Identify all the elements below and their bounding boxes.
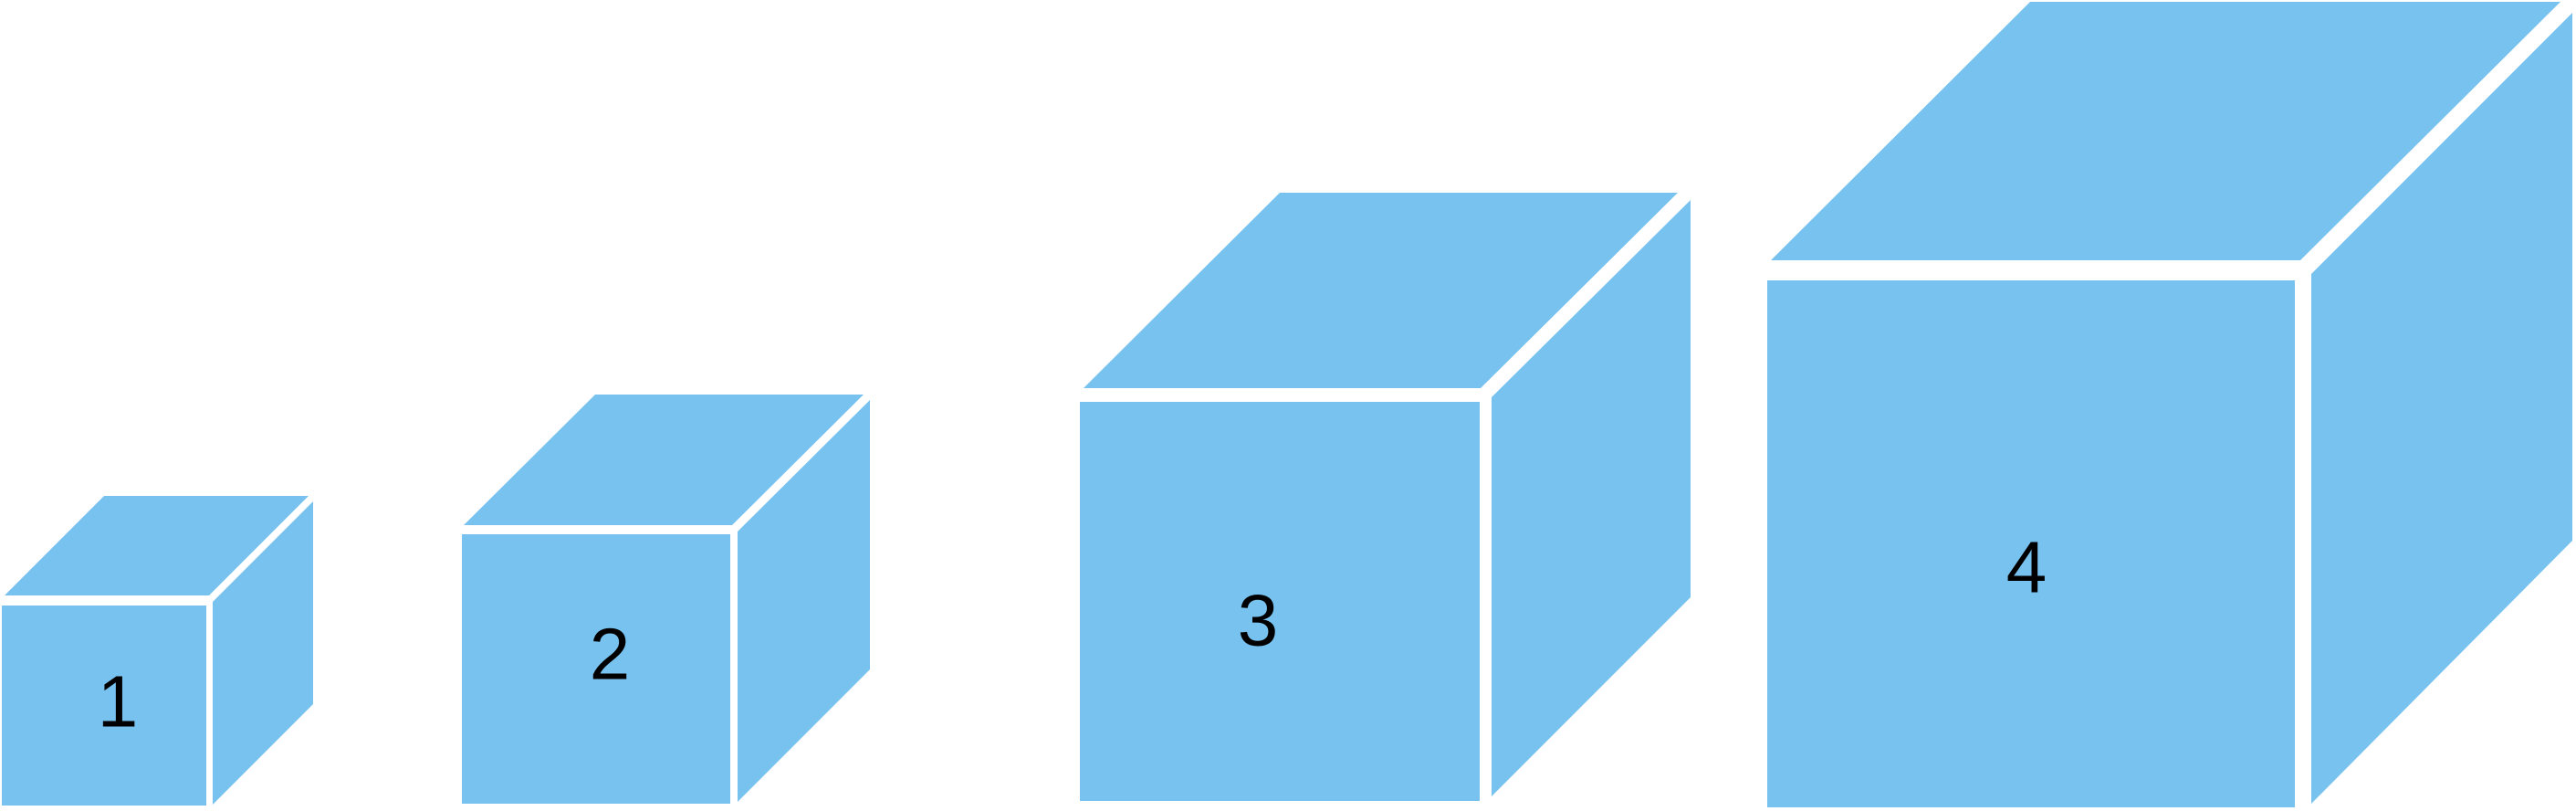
cube-2: 2 bbox=[462, 395, 870, 804]
cube-1-front-face bbox=[2, 606, 206, 806]
cube-2-front-face bbox=[462, 534, 730, 804]
cube-3-label: 3 bbox=[1238, 580, 1279, 661]
cube-3-front-face bbox=[1080, 402, 1480, 801]
cube-2-label: 2 bbox=[590, 614, 631, 695]
cube-3: 3 bbox=[1080, 193, 1691, 801]
cube-4-side-face bbox=[2311, 13, 2572, 804]
cube-3-top-face bbox=[1084, 193, 1678, 388]
cube-1-side-face bbox=[213, 501, 313, 805]
cube-1-label: 1 bbox=[98, 661, 139, 743]
cube-2-top-face bbox=[464, 395, 864, 525]
cube-4-top-face bbox=[1771, 2, 2560, 260]
cube-4-front-face bbox=[1767, 280, 2295, 807]
cube-4: 4 bbox=[1767, 2, 2572, 807]
cube-3-side-face bbox=[1492, 200, 1691, 796]
cube-4-label: 4 bbox=[2006, 527, 2047, 608]
cube-1-top-face bbox=[5, 496, 309, 595]
cube-2-side-face bbox=[738, 400, 870, 802]
cube-1: 1 bbox=[2, 496, 313, 806]
